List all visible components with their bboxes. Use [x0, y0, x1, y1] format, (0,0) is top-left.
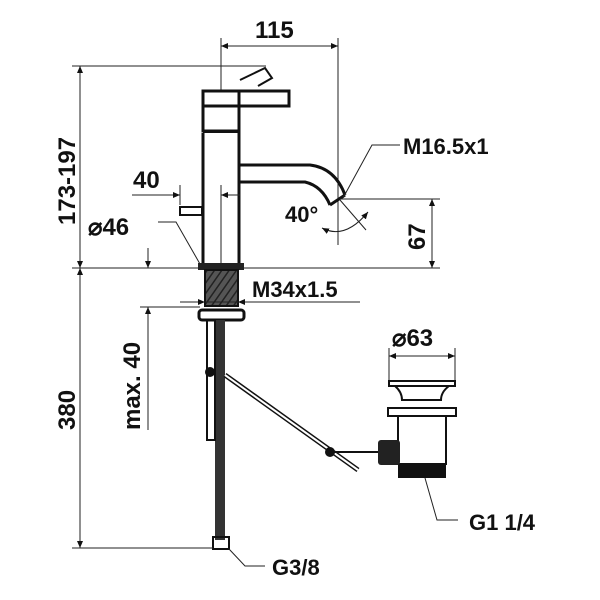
dimension-lever-rod-offset: 40 [132, 167, 240, 265]
dimension-max-deck-thickness: max. 40 [119, 248, 200, 430]
faucet-body [179, 66, 347, 550]
dimension-supply-connection: G3/8 [228, 548, 320, 580]
dimension-body-diameter: ⌀46 [88, 214, 201, 265]
label-aerator-thread: M16.5x1 [403, 134, 489, 159]
dimension-waste-diameter: ⌀63 [388, 325, 456, 380]
dimension-waste-thread: G1 1/4 [424, 477, 536, 535]
pop-up-linkage [223, 372, 378, 473]
label-waste-diameter: ⌀63 [392, 325, 433, 352]
label-spout-angle: 40° [285, 202, 318, 227]
label-lever-rod-offset: 40 [133, 167, 160, 194]
dimension-spout-outlet-height: 67 [340, 198, 440, 268]
dimension-shank-thread: M34x1.5 [180, 277, 360, 305]
label-waste-thread: G1 1/4 [469, 510, 536, 535]
label-total-height: 173-197 [54, 137, 81, 225]
label-spout-outlet-height: 67 [404, 223, 431, 250]
dimension-hose-length: 380 [54, 268, 213, 549]
label-shank-thread: M34x1.5 [252, 277, 338, 302]
waste-valve [378, 380, 457, 478]
label-max-deck-thickness: max. 40 [119, 342, 146, 430]
dimension-spout-angle: 40° [285, 199, 369, 234]
label-hose-length: 380 [54, 390, 81, 430]
label-body-diameter: ⌀46 [88, 214, 129, 241]
dimension-aerator-thread: M16.5x1 [342, 134, 489, 199]
dimension-total-height: 173-197 [54, 65, 266, 268]
dimension-spout-reach: 115 [220, 17, 339, 245]
label-spout-reach: 115 [255, 17, 294, 44]
label-supply-connection: G3/8 [272, 555, 320, 580]
